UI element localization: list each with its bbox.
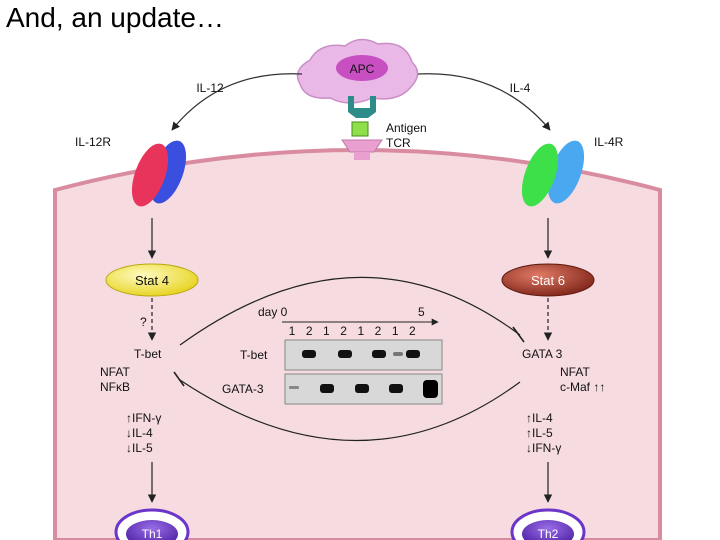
blot-lane-label-4: 2 [340, 324, 347, 338]
right-output-1: ↑IL-4 [526, 411, 553, 425]
band-gata3-lane7 [389, 384, 403, 393]
blot-row-gata3 [284, 373, 443, 405]
left-output-2: ↓IL-4 [126, 426, 153, 440]
blot-lane-label-2: 2 [306, 324, 313, 338]
il12r-label: IL-12R [75, 135, 111, 149]
blot-lane-label-3: 1 [323, 324, 330, 338]
apc-label: APC [350, 62, 375, 76]
right-nfat-label: NFAT [560, 365, 590, 379]
blot-day-start: day 0 [258, 305, 288, 319]
gata3-label: GATA 3 [522, 347, 563, 361]
right-output-3: ↓IFN-γ [526, 441, 561, 455]
left-nfat-label: NFAT [100, 365, 130, 379]
il4r-label: IL-4R [594, 135, 624, 149]
stat4-label: Stat 4 [135, 273, 169, 288]
blot-lane-label-5: 1 [357, 324, 364, 338]
stat4-node [105, 263, 199, 297]
band-gata3-lane5 [355, 384, 369, 393]
il4r-receptor [521, 140, 585, 207]
tcr-label: TCR [386, 136, 411, 150]
band-gata3-lane3 [320, 384, 334, 393]
il12r-receptor [131, 140, 187, 207]
slide-title: And, an update… [6, 2, 224, 33]
blot-row1-label: T-bet [240, 348, 268, 362]
stat6-label: Stat 6 [531, 273, 565, 288]
antigen-label: Antigen [386, 121, 427, 135]
tbet-inhibits-gata3-arc [179, 276, 521, 346]
antigen-peptide [351, 121, 369, 137]
left-output-1: ↑IFN-γ [126, 411, 161, 425]
blot-row2-label: GATA-3 [222, 382, 264, 396]
il12-arrow [171, 73, 303, 131]
gata3-inhibits-tbet-arc [179, 379, 521, 442]
cmaf-label: c-Maf ↑↑ [560, 380, 605, 394]
blot-lane-label-6: 2 [375, 324, 382, 338]
band-gata3-lane8 [423, 380, 438, 398]
right-output-2: ↑IL-5 [526, 426, 553, 440]
blot-day-end: 5 [418, 305, 425, 319]
blot-lane-label-8: 2 [409, 324, 416, 338]
blot-lane-label-7: 1 [392, 324, 399, 338]
band-tbet-lane8 [406, 350, 420, 358]
apc: APC [296, 38, 419, 104]
band-tbet-lane4 [338, 350, 352, 358]
il12-label: IL-12 [196, 81, 224, 95]
th2-label: Th2 [538, 527, 559, 540]
il4-label: IL-4 [510, 81, 531, 95]
band-tbet-lane6 [372, 350, 386, 358]
band-tbet-lane2 [302, 350, 316, 358]
blot-lane-label-1: 1 [289, 324, 296, 338]
il4-arrow [417, 73, 551, 131]
stat6-node [501, 263, 595, 297]
tbet-label: T-bet [134, 347, 162, 361]
antigen-tcr-complex [341, 96, 383, 160]
left-output-3: ↓IL-5 [126, 441, 153, 455]
nfkb-label: NFκB [100, 380, 130, 394]
th1-label: Th1 [142, 527, 163, 540]
unknown-link-label: ? [140, 315, 147, 329]
